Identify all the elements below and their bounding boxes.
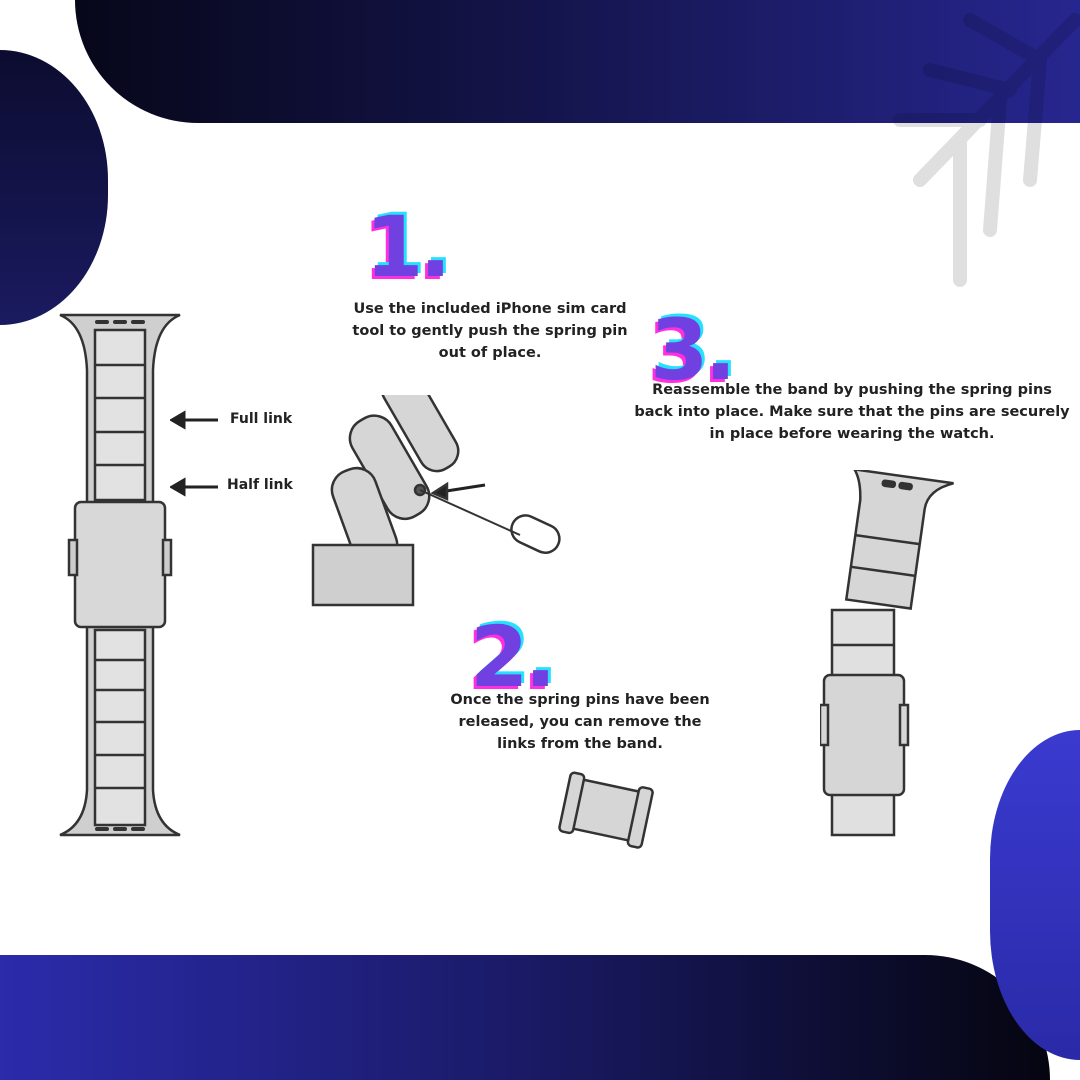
full-link-label: Full link xyxy=(230,411,293,427)
decorative-top-band xyxy=(75,0,1080,123)
step-1-number: 1. xyxy=(365,198,451,296)
step-2-text: Once the spring pins have been released,… xyxy=(450,692,710,752)
step-3-text: Reassemble the band by pushing the sprin… xyxy=(634,382,1070,442)
leaf-shadow-decoration xyxy=(893,13,1080,287)
half-link-label: Half link xyxy=(227,477,293,493)
decorative-bottom-band xyxy=(0,955,1050,1080)
reassembled-band-illustration xyxy=(820,470,954,837)
decorative-left-circle xyxy=(0,50,108,325)
step-3-number: 3. xyxy=(650,301,736,399)
step-1-text: Use the included iPhone sim card tool to… xyxy=(352,301,628,361)
sim-tool-pushing-pin-illustration xyxy=(311,395,561,607)
removed-link-illustration xyxy=(558,771,654,849)
full-watch-band-illustration xyxy=(59,313,181,837)
step-2-number: 2. xyxy=(470,608,556,706)
label-arrows xyxy=(170,410,218,497)
